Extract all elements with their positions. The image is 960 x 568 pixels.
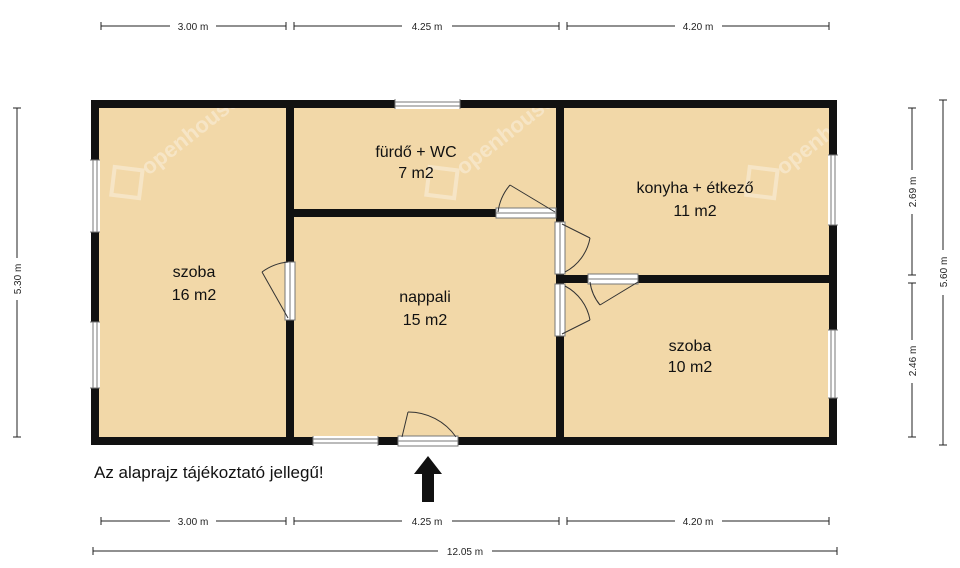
room-area: 15 m2 xyxy=(403,312,448,329)
room-name: konyha + étkező xyxy=(637,180,754,197)
dim-label-right-1: 2.69 m xyxy=(908,177,919,208)
room-area: 7 m2 xyxy=(398,165,434,182)
window xyxy=(90,159,100,233)
room-name: szoba xyxy=(669,338,712,355)
dimension-lines xyxy=(13,22,947,555)
dimension-labels: 3.00 m 4.25 m 4.20 m 3.00 m 4.25 m 4.20 … xyxy=(13,22,950,558)
door-szoba-left xyxy=(261,261,296,321)
room-floor-furdo xyxy=(292,104,558,213)
window xyxy=(312,436,379,446)
room-floor-szoba-right xyxy=(562,282,832,440)
dim-label-right-2: 2.46 m xyxy=(908,346,919,377)
dim-label-bottom-2: 4.25 m xyxy=(412,517,443,528)
dim-label-top-3: 4.20 m xyxy=(683,22,714,33)
wall-right xyxy=(829,100,837,445)
wall-bottom xyxy=(91,437,837,445)
wall-top xyxy=(91,100,837,108)
dim-label-top-2: 4.25 m xyxy=(412,22,443,33)
dim-label-total-width: 12.05 m xyxy=(447,547,483,558)
room-floor-nappali xyxy=(292,217,558,440)
window xyxy=(90,321,100,389)
room-area: 16 m2 xyxy=(172,287,217,304)
entrance-door xyxy=(397,411,459,447)
dim-label-right-total: 5.60 m xyxy=(939,257,950,288)
disclaimer-note: Az alaprajz tájékoztató jellegű! xyxy=(94,463,324,482)
window xyxy=(394,99,461,109)
windows xyxy=(90,99,838,446)
floor-areas xyxy=(96,104,832,440)
dim-label-bottom-3: 4.20 m xyxy=(683,517,714,528)
door-szoba-right xyxy=(554,283,591,337)
dim-label-bottom-1: 3.00 m xyxy=(178,517,209,528)
room-area: 10 m2 xyxy=(668,359,713,376)
room-name: fürdő + WC xyxy=(375,144,456,161)
window xyxy=(828,329,838,399)
window xyxy=(828,154,838,226)
room-labels: szoba 16 m2 fürdő + WC 7 m2 nappali 15 m… xyxy=(172,144,754,376)
door-konyha xyxy=(554,221,591,275)
dim-label-left-height: 5.30 m xyxy=(13,264,24,295)
room-area: 11 m2 xyxy=(673,203,716,220)
wall-konyha-bottom xyxy=(562,275,832,283)
room-floor-konyha xyxy=(562,104,832,276)
room-name: szoba xyxy=(173,264,216,281)
room-floor-szoba-left xyxy=(96,104,288,440)
door-furdo xyxy=(495,184,557,219)
wall-furdo-bottom xyxy=(292,209,558,217)
room-name: nappali xyxy=(399,289,451,306)
dim-label-top-1: 3.00 m xyxy=(178,22,209,33)
doors xyxy=(261,184,639,447)
wall-left xyxy=(91,100,99,445)
entrance-arrow-icon xyxy=(414,456,442,502)
door-szoba-right-top xyxy=(587,273,639,306)
